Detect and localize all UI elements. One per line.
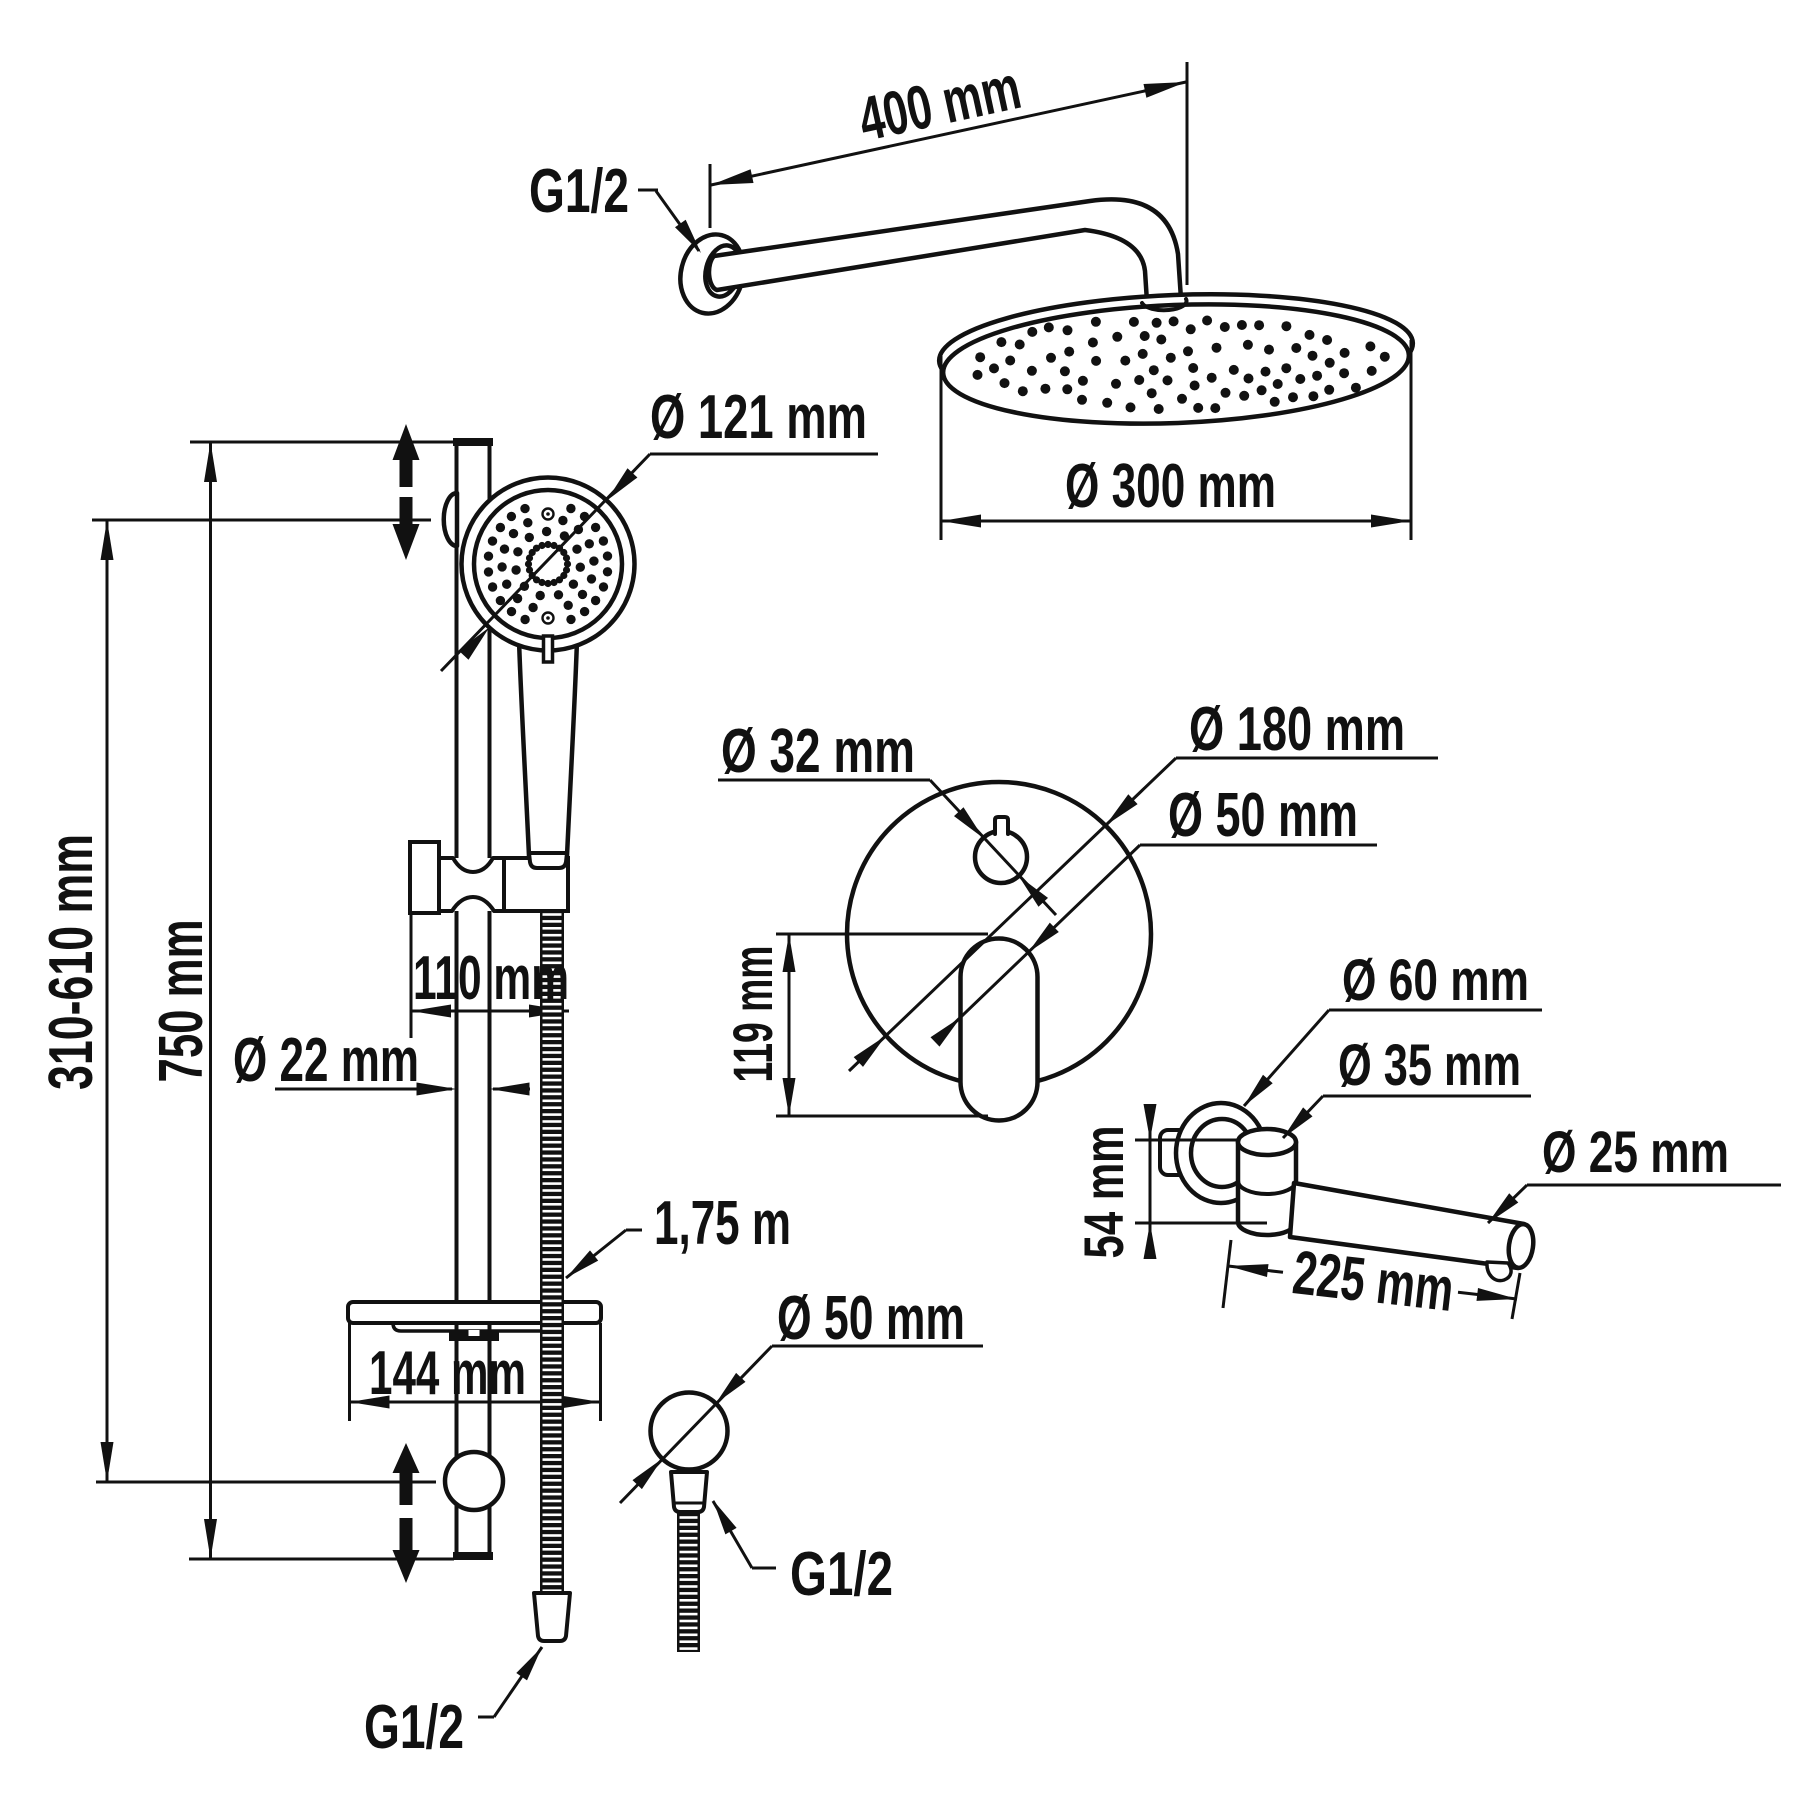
svg-text:Ø 50 mm: Ø 50 mm <box>1168 781 1358 850</box>
svg-text:119 mm: 119 mm <box>721 946 784 1083</box>
svg-text:G1/2: G1/2 <box>529 157 629 226</box>
svg-text:54 mm: 54 mm <box>1072 1126 1135 1259</box>
svg-text:G1/2: G1/2 <box>790 1540 893 1609</box>
svg-text:Ø 35 mm: Ø 35 mm <box>1338 1033 1521 1098</box>
svg-text:144 mm: 144 mm <box>369 1339 526 1408</box>
svg-text:750 mm: 750 mm <box>147 920 216 1083</box>
svg-text:Ø 25 mm: Ø 25 mm <box>1542 1120 1729 1185</box>
svg-text:Ø 50 mm: Ø 50 mm <box>777 1284 965 1353</box>
svg-text:1,75 m: 1,75 m <box>654 1189 791 1258</box>
svg-text:110 mm: 110 mm <box>413 944 569 1013</box>
svg-text:Ø 180 mm: Ø 180 mm <box>1189 695 1405 764</box>
svg-text:Ø 60 mm: Ø 60 mm <box>1342 948 1529 1013</box>
svg-text:Ø 121 mm: Ø 121 mm <box>650 383 867 452</box>
svg-text:G1/2: G1/2 <box>364 1693 464 1762</box>
svg-text:Ø 300 mm: Ø 300 mm <box>1065 452 1276 521</box>
svg-text:310-610 mm: 310-610 mm <box>37 834 106 1090</box>
svg-text:Ø 32 mm: Ø 32 mm <box>721 717 915 786</box>
svg-text:Ø 22 mm: Ø 22 mm <box>233 1026 419 1095</box>
